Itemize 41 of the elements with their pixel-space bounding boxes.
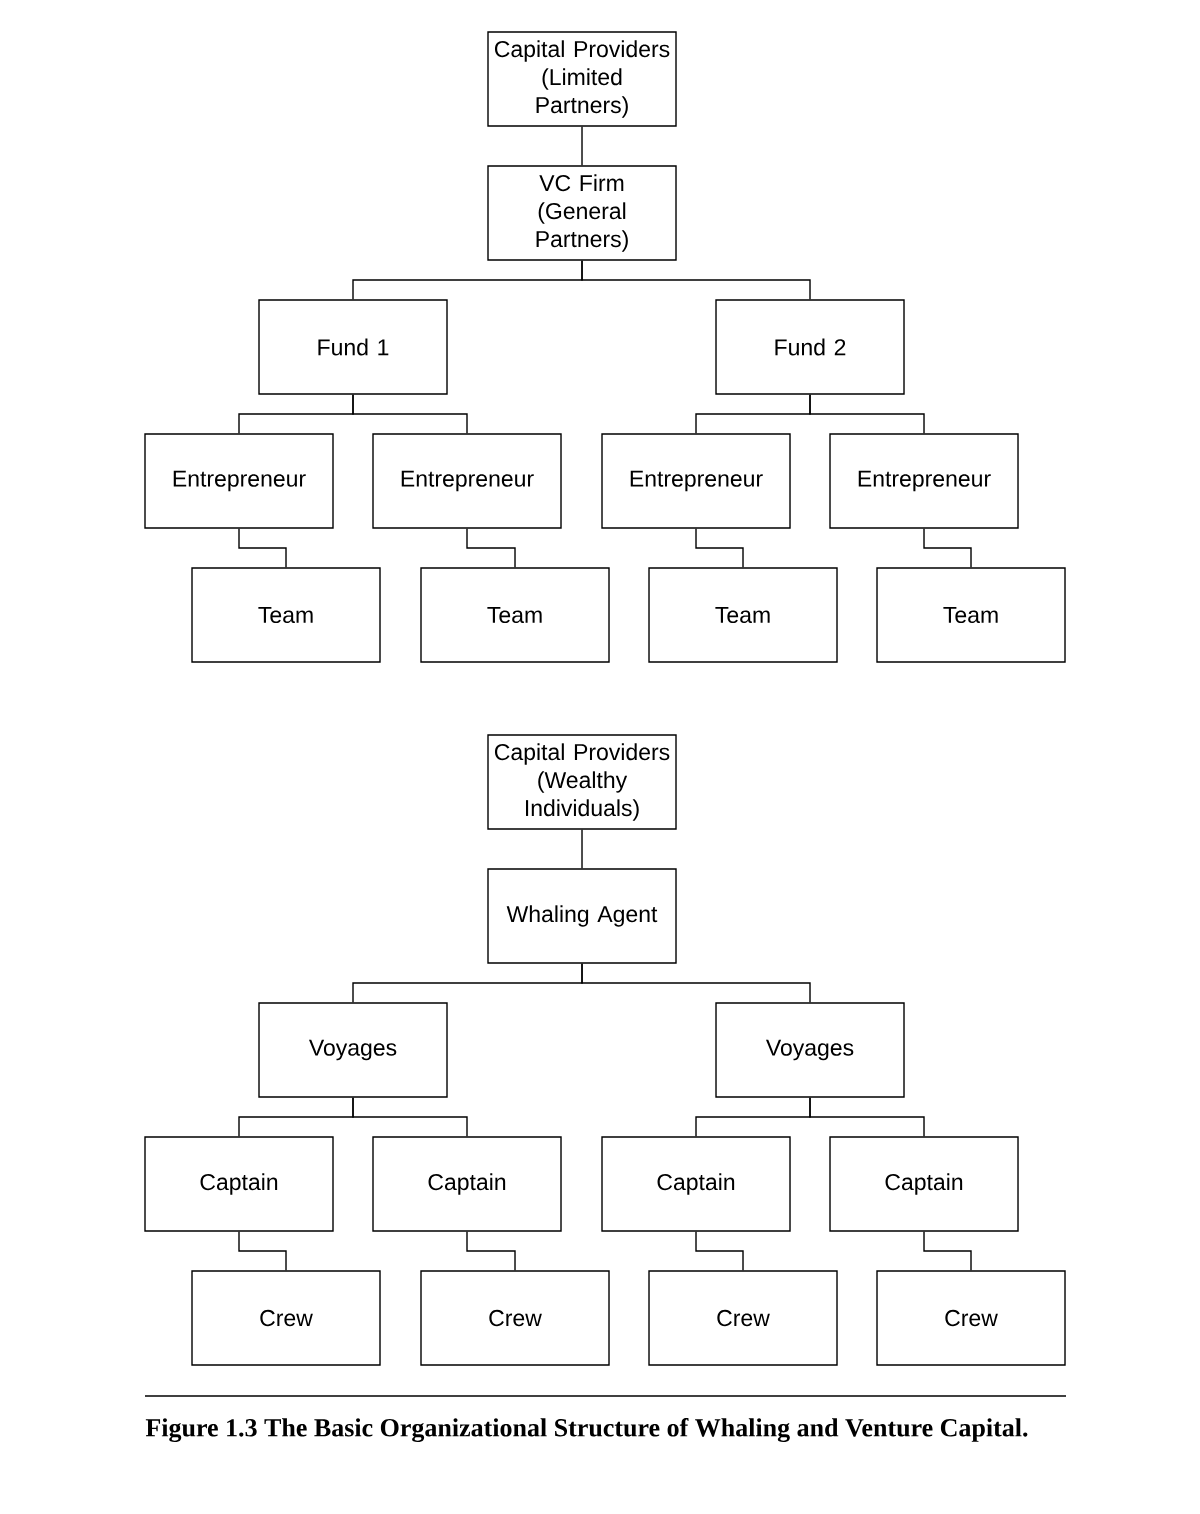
org-box: Entrepreneur <box>372 433 562 529</box>
connector-line <box>238 528 287 568</box>
org-box: Crew <box>648 1270 838 1366</box>
connector-line <box>809 1097 925 1137</box>
org-box: Team <box>648 567 838 663</box>
connector-line <box>695 1231 744 1271</box>
connector-line <box>238 1231 287 1271</box>
org-box: Captain <box>601 1136 791 1232</box>
connector-line <box>581 260 811 300</box>
org-box: Entrepreneur <box>829 433 1019 529</box>
org-box: Team <box>191 567 381 663</box>
org-box: Capital Providers (Wealthy Individuals) <box>487 734 677 830</box>
org-box: Voyages <box>258 1002 448 1098</box>
connector-line <box>809 394 925 434</box>
org-box: Fund 1 <box>258 299 448 395</box>
org-box: Whaling Agent <box>487 868 677 964</box>
org-box: Voyages <box>715 1002 905 1098</box>
org-box: Crew <box>191 1270 381 1366</box>
org-box: Crew <box>876 1270 1066 1366</box>
org-box: Team <box>876 567 1066 663</box>
connector-line <box>581 829 583 869</box>
connector-line <box>581 963 811 1003</box>
org-box: Team <box>420 567 610 663</box>
connector-line <box>695 528 744 568</box>
org-box: Entrepreneur <box>601 433 791 529</box>
connector-line <box>923 528 972 568</box>
connector-line <box>923 1231 972 1271</box>
connector-line <box>466 1231 516 1271</box>
connector-line <box>352 1097 468 1137</box>
org-box: Crew <box>420 1270 610 1366</box>
org-box: Entrepreneur <box>144 433 334 529</box>
org-box: Captain <box>372 1136 562 1232</box>
connector-line <box>352 394 468 434</box>
org-box: Capital Providers (Limited Partners) <box>487 31 677 127</box>
figure-caption: Figure 1.3 The Basic Organizational Structure of Whaling and Venture Capital. <box>145 1418 1028 1443</box>
org-box: VC Firm (General Partners) <box>487 165 677 261</box>
connector-line <box>466 528 516 568</box>
connector-line <box>581 126 583 166</box>
org-box: Captain <box>829 1136 1019 1232</box>
org-box: Captain <box>144 1136 334 1232</box>
org-box: Fund 2 <box>715 299 905 395</box>
